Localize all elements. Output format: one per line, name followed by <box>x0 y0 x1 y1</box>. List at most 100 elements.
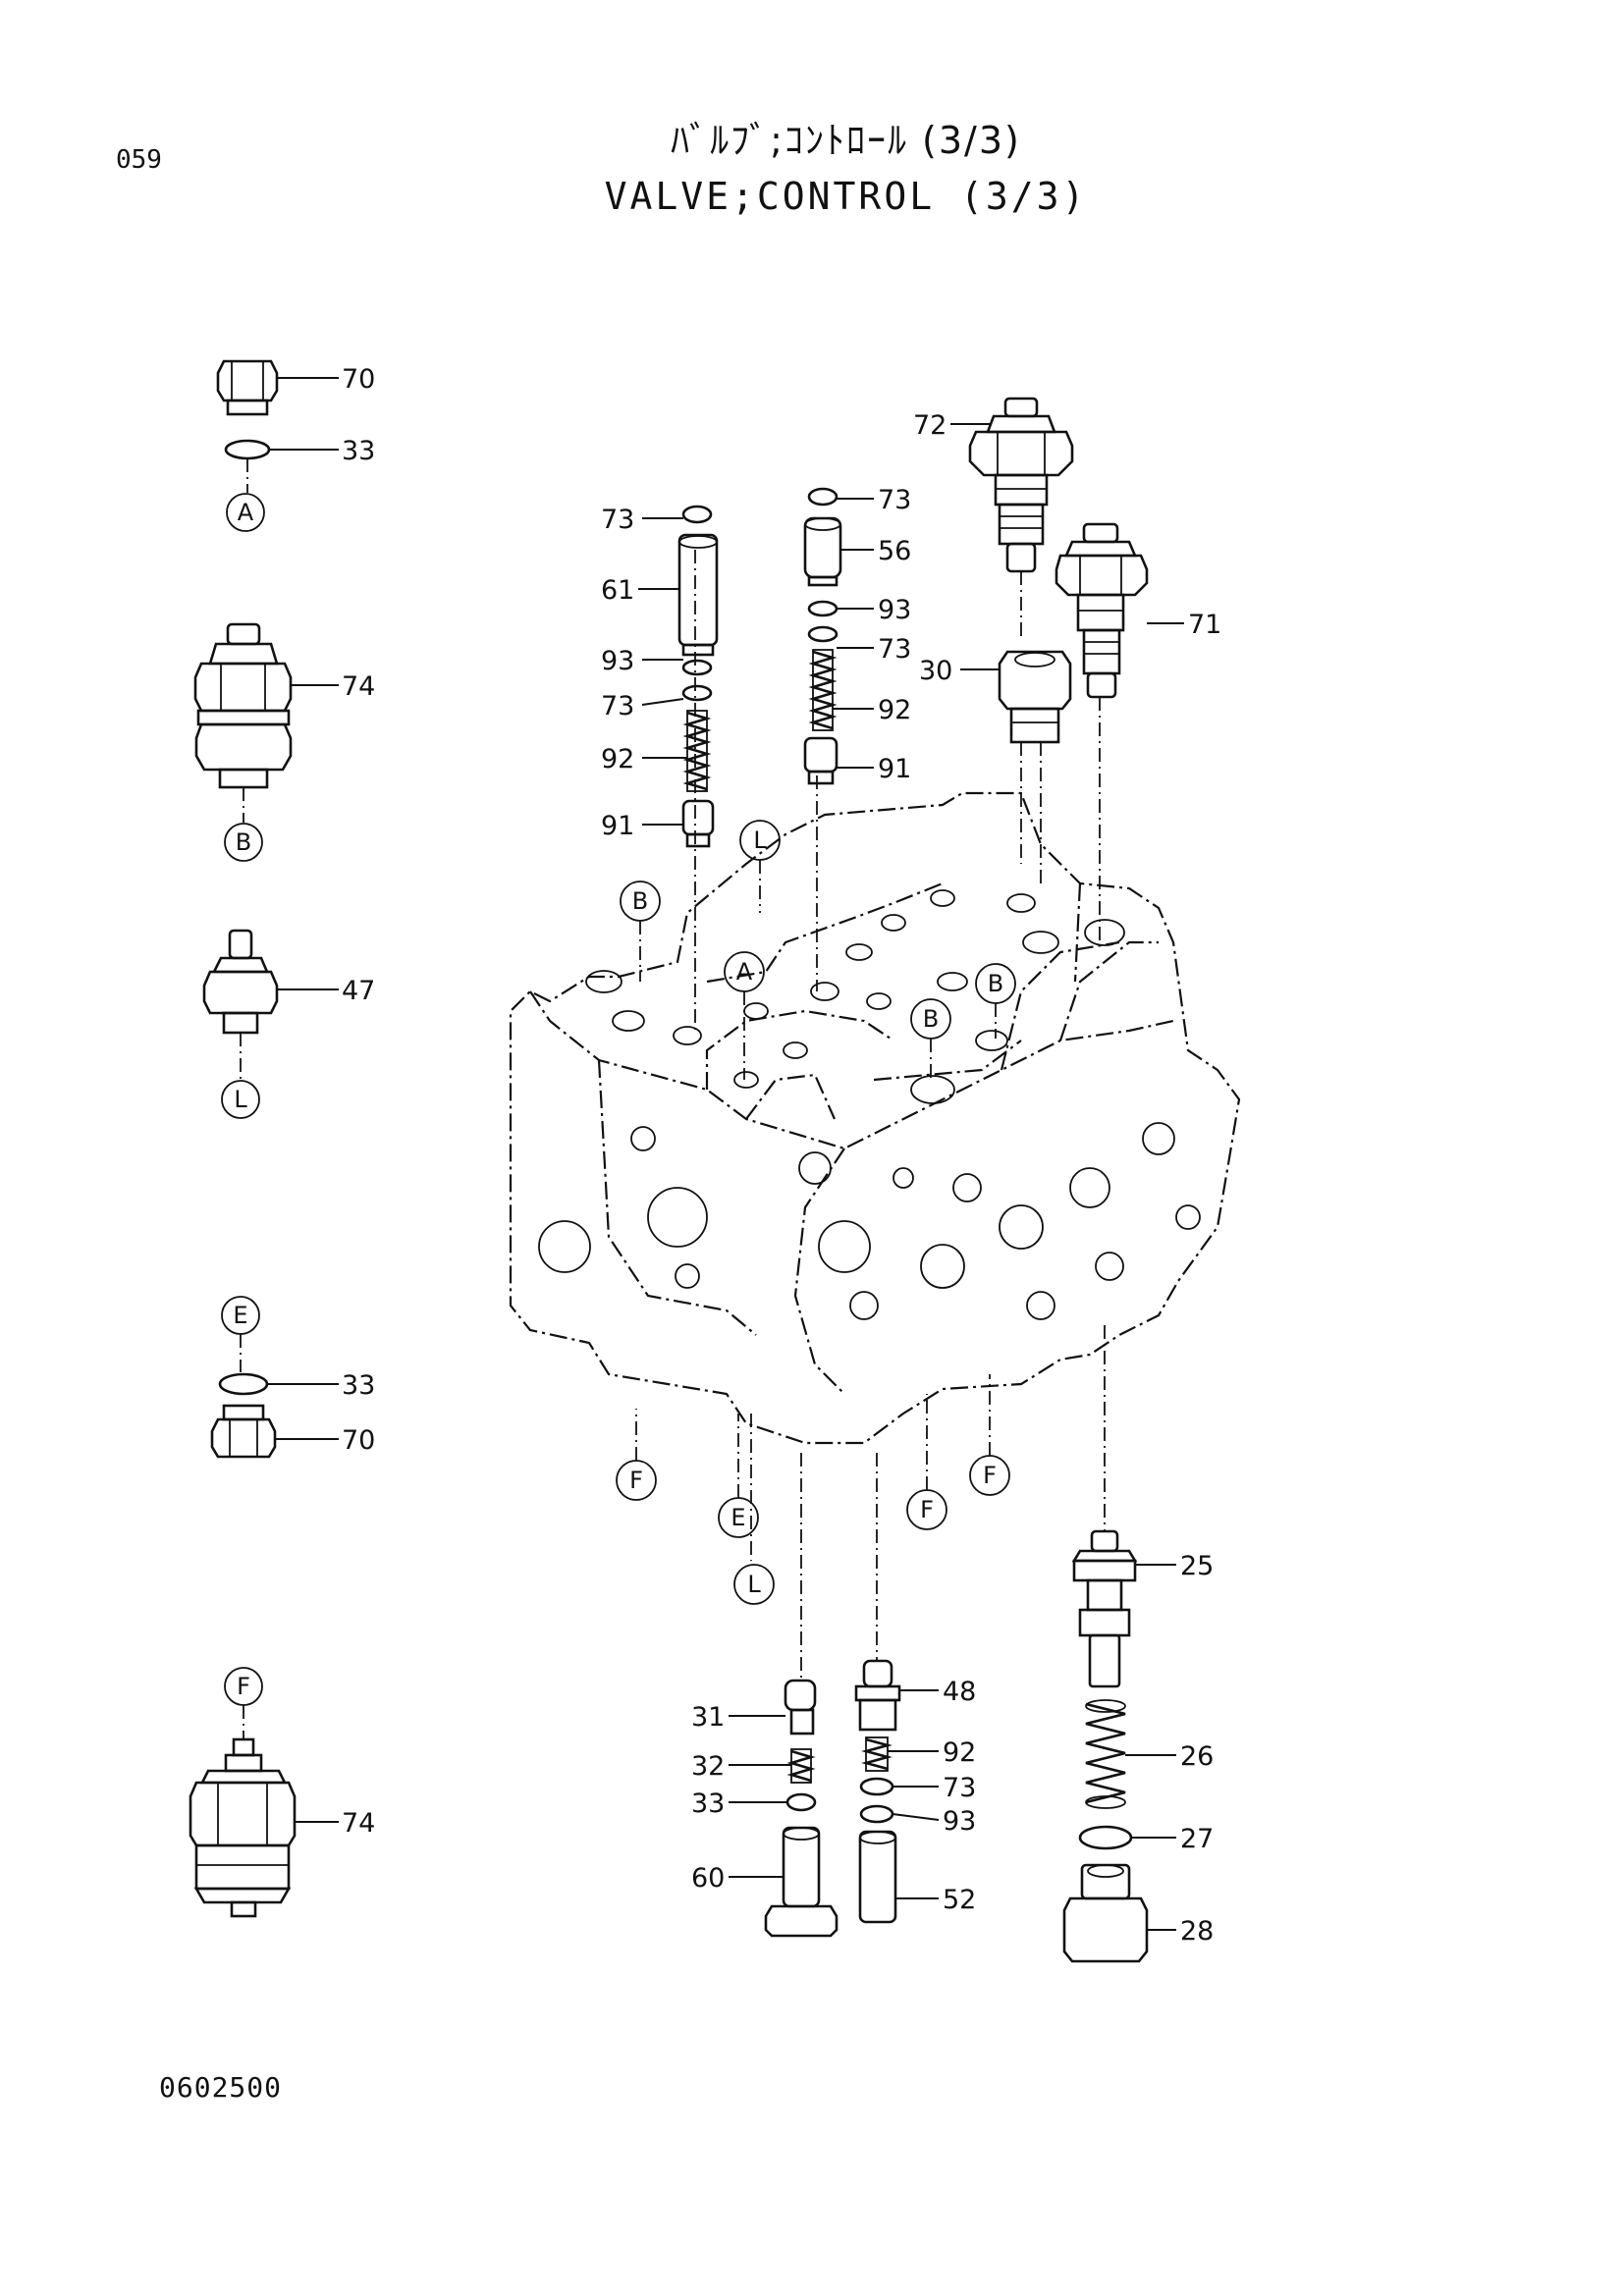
adapter-30: 30 <box>919 650 1072 744</box>
svg-text:B: B <box>923 1005 939 1033</box>
part-label: 33 <box>342 436 375 466</box>
poppet-91a: 91 <box>601 799 715 848</box>
plug-47: 47 <box>202 929 375 1035</box>
spring-26: 26 <box>1085 1699 1214 1809</box>
plug-48: 48 <box>854 1659 976 1732</box>
plug-70-bottom: 70 <box>210 1404 375 1459</box>
title-english: VALVE;CONTROL (3/3) <box>604 175 1088 218</box>
ref-circle: E <box>221 1296 260 1335</box>
svg-text:L: L <box>234 1086 247 1113</box>
page-number: 059 <box>116 145 162 175</box>
title-japanese: ﾊﾞﾙﾌﾞ;ｺﾝﾄﾛｰﾙ (3/3) <box>671 119 1021 162</box>
ref-circle: B <box>910 998 951 1040</box>
part-label: 28 <box>1180 1916 1214 1947</box>
ref-circle: F <box>616 1460 657 1501</box>
o-ring-27: 27 <box>1078 1824 1214 1854</box>
svg-text:B: B <box>632 887 648 915</box>
part-label: 25 <box>1180 1551 1214 1581</box>
relief-valve-72: 72 <box>913 397 1074 573</box>
part-label: 48 <box>943 1677 976 1707</box>
part-label: 74 <box>342 671 375 702</box>
drawing-code: 0602500 <box>159 2071 283 2104</box>
part-label: 47 <box>342 976 375 1006</box>
relief-valve-71: 71 <box>1055 522 1221 699</box>
part-label: 71 <box>1188 610 1221 640</box>
ref-circle: F <box>969 1455 1010 1496</box>
relief-valve-74-bottom: 74 <box>189 1737 375 1918</box>
spring-32: 32 <box>691 1748 816 1784</box>
ref-circle: A <box>226 493 265 532</box>
svg-text:A: A <box>238 499 254 526</box>
o-ring-73d: 73 <box>807 625 911 665</box>
spool-25: 25 <box>1071 1529 1214 1688</box>
o-ring-73c: 73 <box>807 485 911 515</box>
part-label: 92 <box>943 1737 976 1768</box>
snap-ring-93a: 93 <box>601 646 713 676</box>
o-ring-73b: 73 <box>601 684 713 721</box>
part-label: 26 <box>1180 1741 1214 1772</box>
part-label: 73 <box>943 1773 976 1803</box>
ref-circle: E <box>718 1497 759 1538</box>
svg-text:F: F <box>237 1673 250 1700</box>
ref-circle: A <box>724 951 765 992</box>
part-label: 32 <box>691 1751 725 1782</box>
spring-92b: 92 <box>808 649 911 731</box>
part-label: 91 <box>601 811 634 841</box>
snap-ring-93b: 93 <box>807 595 911 625</box>
part-label: 60 <box>691 1863 725 1894</box>
cap-28: 28 <box>1062 1863 1214 1963</box>
part-label: 30 <box>919 656 952 686</box>
ref-circle: F <box>224 1667 263 1706</box>
plug-70-top: 70 <box>216 359 375 416</box>
spring-92c: 92 <box>861 1736 976 1772</box>
part-label: 52 <box>943 1885 976 1915</box>
part-label: 56 <box>878 536 911 566</box>
part-label: 73 <box>878 485 911 515</box>
snap-ring-93c: 93 <box>859 1804 976 1837</box>
part-label: 27 <box>1180 1824 1214 1854</box>
part-label: 33 <box>342 1370 375 1401</box>
poppet-91b: 91 <box>803 736 911 785</box>
part-label: 61 <box>601 575 634 606</box>
part-label: 91 <box>878 754 911 784</box>
svg-text:L: L <box>747 1571 761 1598</box>
ref-circle: L <box>733 1564 775 1605</box>
svg-text:F: F <box>629 1467 643 1494</box>
sleeve-61: 61 <box>601 533 719 657</box>
spring-92a: 92 <box>601 710 712 792</box>
part-label: 93 <box>943 1806 976 1837</box>
part-label: 31 <box>691 1702 725 1733</box>
ref-circle: L <box>221 1080 260 1119</box>
part-label: 74 <box>342 1808 375 1839</box>
o-ring-73e: 73 <box>859 1773 976 1803</box>
svg-text:E: E <box>730 1504 745 1531</box>
plug-60: 60 <box>691 1826 839 1938</box>
o-ring-33c: 33 <box>691 1789 817 1819</box>
ref-circle: F <box>906 1489 947 1530</box>
svg-text:E: E <box>233 1302 247 1329</box>
o-ring-33-bottom: 33 <box>218 1370 375 1401</box>
part-label: 73 <box>878 634 911 665</box>
part-label: 70 <box>342 1425 375 1456</box>
part-label: 70 <box>342 364 375 395</box>
plunger-31: 31 <box>691 1679 817 1735</box>
svg-text:B: B <box>988 970 1003 997</box>
o-ring-73a: 73 <box>601 505 713 535</box>
svg-text:F: F <box>983 1462 997 1489</box>
part-label: 92 <box>601 744 634 774</box>
part-label: 93 <box>601 646 634 676</box>
sleeve-52: 52 <box>858 1830 976 1924</box>
part-label: 33 <box>691 1789 725 1819</box>
svg-text:F: F <box>920 1496 934 1523</box>
svg-text:L: L <box>753 827 767 854</box>
cap-56: 56 <box>803 516 911 587</box>
ref-circle: B <box>620 881 661 922</box>
part-label: 93 <box>878 595 911 625</box>
svg-text:B: B <box>236 828 251 856</box>
svg-text:A: A <box>736 958 753 986</box>
part-label: 73 <box>601 505 634 535</box>
part-label: 73 <box>601 691 634 721</box>
part-label: 92 <box>878 695 911 725</box>
relief-valve-74-top: 74 <box>193 622 375 789</box>
